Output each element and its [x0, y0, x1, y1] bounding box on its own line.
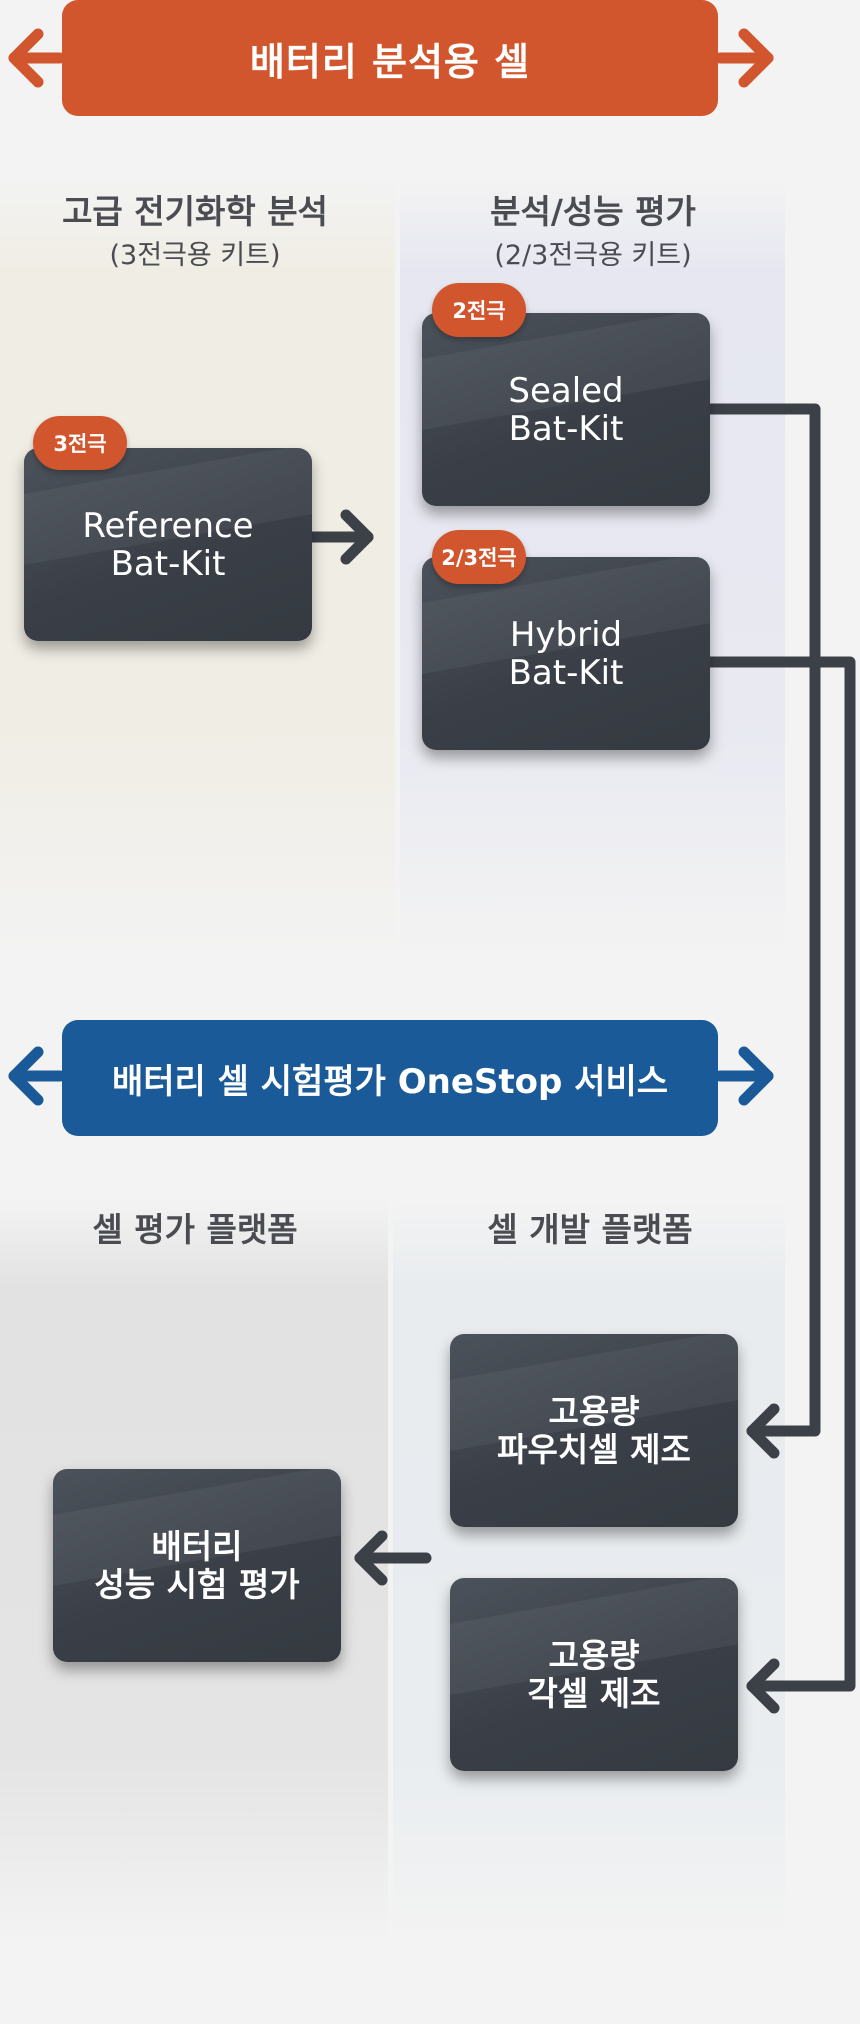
column-title: 고급 전기화학 분석	[62, 192, 328, 231]
banner-middle-right-arrow-icon	[714, 1046, 774, 1106]
column-heading-advanced-analysis: 고급 전기화학 분석 (3전극용 키트)	[15, 190, 375, 276]
banner-middle-left-arrow-icon	[8, 1046, 66, 1106]
banner-top-left-arrow-icon	[8, 28, 66, 88]
column-title: 셀 개발 플랫폼	[487, 1210, 693, 1249]
card-high-capacity-pouch-cell: 고용량 파우치셀 제조	[450, 1334, 738, 1527]
card-hybrid-bat-kit: Hybrid Bat-Kit	[422, 557, 710, 750]
card-reference-bat-kit: Reference Bat-Kit	[24, 448, 312, 641]
column-heading-cell-evaluation-platform: 셀 평가 플랫폼	[15, 1208, 375, 1252]
card-label: 고용량 파우치셀 제조	[497, 1391, 691, 1469]
column-heading-cell-development-platform: 셀 개발 플랫폼	[410, 1208, 770, 1252]
card-label: Reference Bat-Kit	[82, 505, 254, 584]
banner-onestop-service: 배터리 셀 시험평가 OneStop 서비스	[62, 1020, 718, 1136]
column-title: 분석/성능 평가	[490, 192, 696, 231]
card-label: 고용량 각셀 제조	[527, 1635, 661, 1713]
card-high-capacity-prismatic-cell: 고용량 각셀 제조	[450, 1578, 738, 1771]
banner-top-title: 배터리 분석용 셀	[249, 39, 531, 84]
card-label: Sealed Bat-Kit	[508, 370, 624, 449]
banner-top-right-arrow-icon	[714, 28, 774, 88]
badge-2-3-electrode: 2/3전극	[432, 530, 526, 584]
card-sealed-bat-kit: Sealed Bat-Kit	[422, 313, 710, 506]
banner-middle-title: 배터리 셀 시험평가 OneStop 서비스	[111, 1061, 669, 1102]
badge-3-electrode: 3전극	[33, 416, 127, 470]
badge-2-electrode: 2전극	[432, 283, 526, 337]
column-panel-cell-development	[393, 1200, 785, 1940]
column-title: 셀 평가 플랫폼	[92, 1210, 298, 1249]
card-battery-performance-test: 배터리 성능 시험 평가	[53, 1469, 341, 1662]
card-label: 배터리 성능 시험 평가	[94, 1526, 300, 1604]
banner-battery-analysis-cells: 배터리 분석용 셀	[62, 0, 718, 116]
column-subtitle: (3전극용 키트)	[109, 240, 281, 271]
card-label: Hybrid Bat-Kit	[508, 614, 624, 693]
column-heading-performance-evaluation: 분석/성능 평가 (2/3전극용 키트)	[413, 190, 773, 276]
column-subtitle: (2/3전극용 키트)	[494, 240, 692, 271]
